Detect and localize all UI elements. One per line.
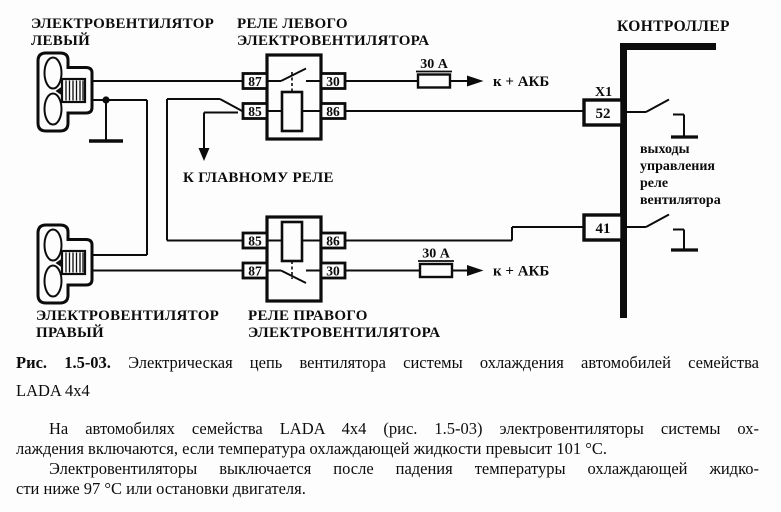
circuit-wires	[86, 80, 584, 272]
controller-outputs-note: выходы управления реле вентилятора	[640, 142, 721, 208]
svg-text:30: 30	[326, 264, 340, 279]
fan-left-motor	[60, 77, 87, 104]
battery-label-top: к + АКБ	[493, 74, 549, 90]
main-relay-label: К ГЛАВНОМУ РЕЛЕ	[183, 170, 334, 186]
figure-number: Рис. 1.5-03.	[16, 353, 111, 372]
fan-right-label-2: ПРАВЫЙ	[36, 324, 104, 341]
svg-text:30: 30	[326, 74, 340, 89]
relay-right-label-1: РЕЛЕ ПРАВОГО	[248, 308, 368, 324]
paragraph-1-line-1: На автомобилях семейства LADA 4x4 (рис. …	[49, 419, 759, 438]
connector-x1-label: X1	[595, 85, 612, 100]
fan-left-label-1: ЭЛЕКТРОВЕНТИЛЯТОР	[31, 16, 214, 32]
svg-text:вентилятора: вентилятора	[640, 193, 721, 208]
relay-right-coil	[280, 220, 304, 263]
paragraph-2-line-2: сти ниже 97 °С или остановки двигателя.	[16, 479, 306, 498]
relay-right-label-2: ЭЛЕКТРОВЕНТИЛЯТОРА	[248, 325, 440, 341]
battery-arrow-top	[467, 75, 484, 87]
fan-left-label-2: ЛЕВЫЙ	[31, 32, 90, 49]
relay-left-pins: 87 85 30 86	[241, 72, 347, 120]
fan-left	[36, 51, 94, 133]
relay-right-pins: 85 87 86 30	[241, 231, 347, 280]
relay-left-label-1: РЕЛЕ ЛЕВОГО	[237, 16, 348, 32]
controller-switch-52	[627, 98, 698, 139]
svg-text:30 А: 30 А	[420, 57, 449, 72]
svg-text:85: 85	[248, 104, 262, 119]
svg-text:управления: управления	[640, 159, 715, 174]
svg-text:87: 87	[248, 264, 262, 279]
controller-pin-41: 41	[582, 213, 624, 242]
fan-right-motor	[60, 249, 87, 276]
fan-right-blade-top	[43, 228, 63, 262]
svg-text:выходы: выходы	[640, 142, 690, 157]
controller-title: КОНТРОЛЛЕР	[617, 18, 730, 35]
relay-left: 87 85 30 86	[241, 53, 347, 141]
controller: КОНТРОЛЛЕР X1 52 41 выходы управления	[582, 18, 730, 318]
svg-text:41: 41	[596, 221, 611, 237]
fan-left-blade-top	[43, 56, 63, 90]
paragraph-1-line-2: лаждения включаются, если температура ох…	[16, 439, 607, 458]
main-relay-arrowhead	[198, 148, 210, 161]
figure-caption-line-2: LADA 4x4	[16, 381, 90, 400]
relay-left-contact	[267, 67, 321, 112]
relay-left-label-2: ЭЛЕКТРОВЕНТИЛЯТОРА	[237, 33, 429, 49]
relay-right-contact	[267, 239, 321, 284]
fan-right	[36, 223, 94, 305]
fuse-bottom: 30 А	[418, 247, 454, 279]
svg-text:85: 85	[248, 234, 262, 249]
relay-right: 85 87 86 30	[241, 215, 347, 303]
ground-symbol	[89, 96, 123, 143]
fan-left-blade-bottom	[43, 92, 63, 126]
svg-text:52: 52	[596, 106, 611, 122]
fan-right-hub	[55, 258, 62, 268]
relay-left-coil	[280, 90, 304, 133]
wiring-diagram: К ГЛАВНОМУ РЕЛЕ ЭЛЕКТРОВЕНТИЛЯТОР ЛЕВЫЙ	[31, 16, 730, 341]
battery-arrow-bottom	[467, 265, 484, 276]
svg-text:86: 86	[326, 234, 340, 249]
figure-title: Электрическая цепь вентилятора системы о…	[128, 353, 759, 372]
svg-text:30 А: 30 А	[422, 247, 451, 262]
fan-right-blade-bottom	[43, 264, 63, 298]
svg-text:86: 86	[326, 104, 340, 119]
figure-caption-line-1: Рис. 1.5-03. Электрическая цепь вентилят…	[16, 353, 759, 373]
controller-switch-41	[627, 213, 698, 252]
fan-left-hub	[55, 86, 62, 96]
fan-right-label-1: ЭЛЕКТРОВЕНТИЛЯТОР	[36, 308, 219, 324]
controller-pin-52: 52	[582, 98, 624, 127]
battery-label-bottom: к + АКБ	[493, 264, 549, 280]
svg-text:реле: реле	[640, 176, 668, 191]
fuse-top: 30 А	[416, 57, 452, 89]
paragraph-2-line-1: Электровентиляторы выключается после пад…	[49, 459, 759, 478]
svg-text:87: 87	[248, 74, 262, 89]
